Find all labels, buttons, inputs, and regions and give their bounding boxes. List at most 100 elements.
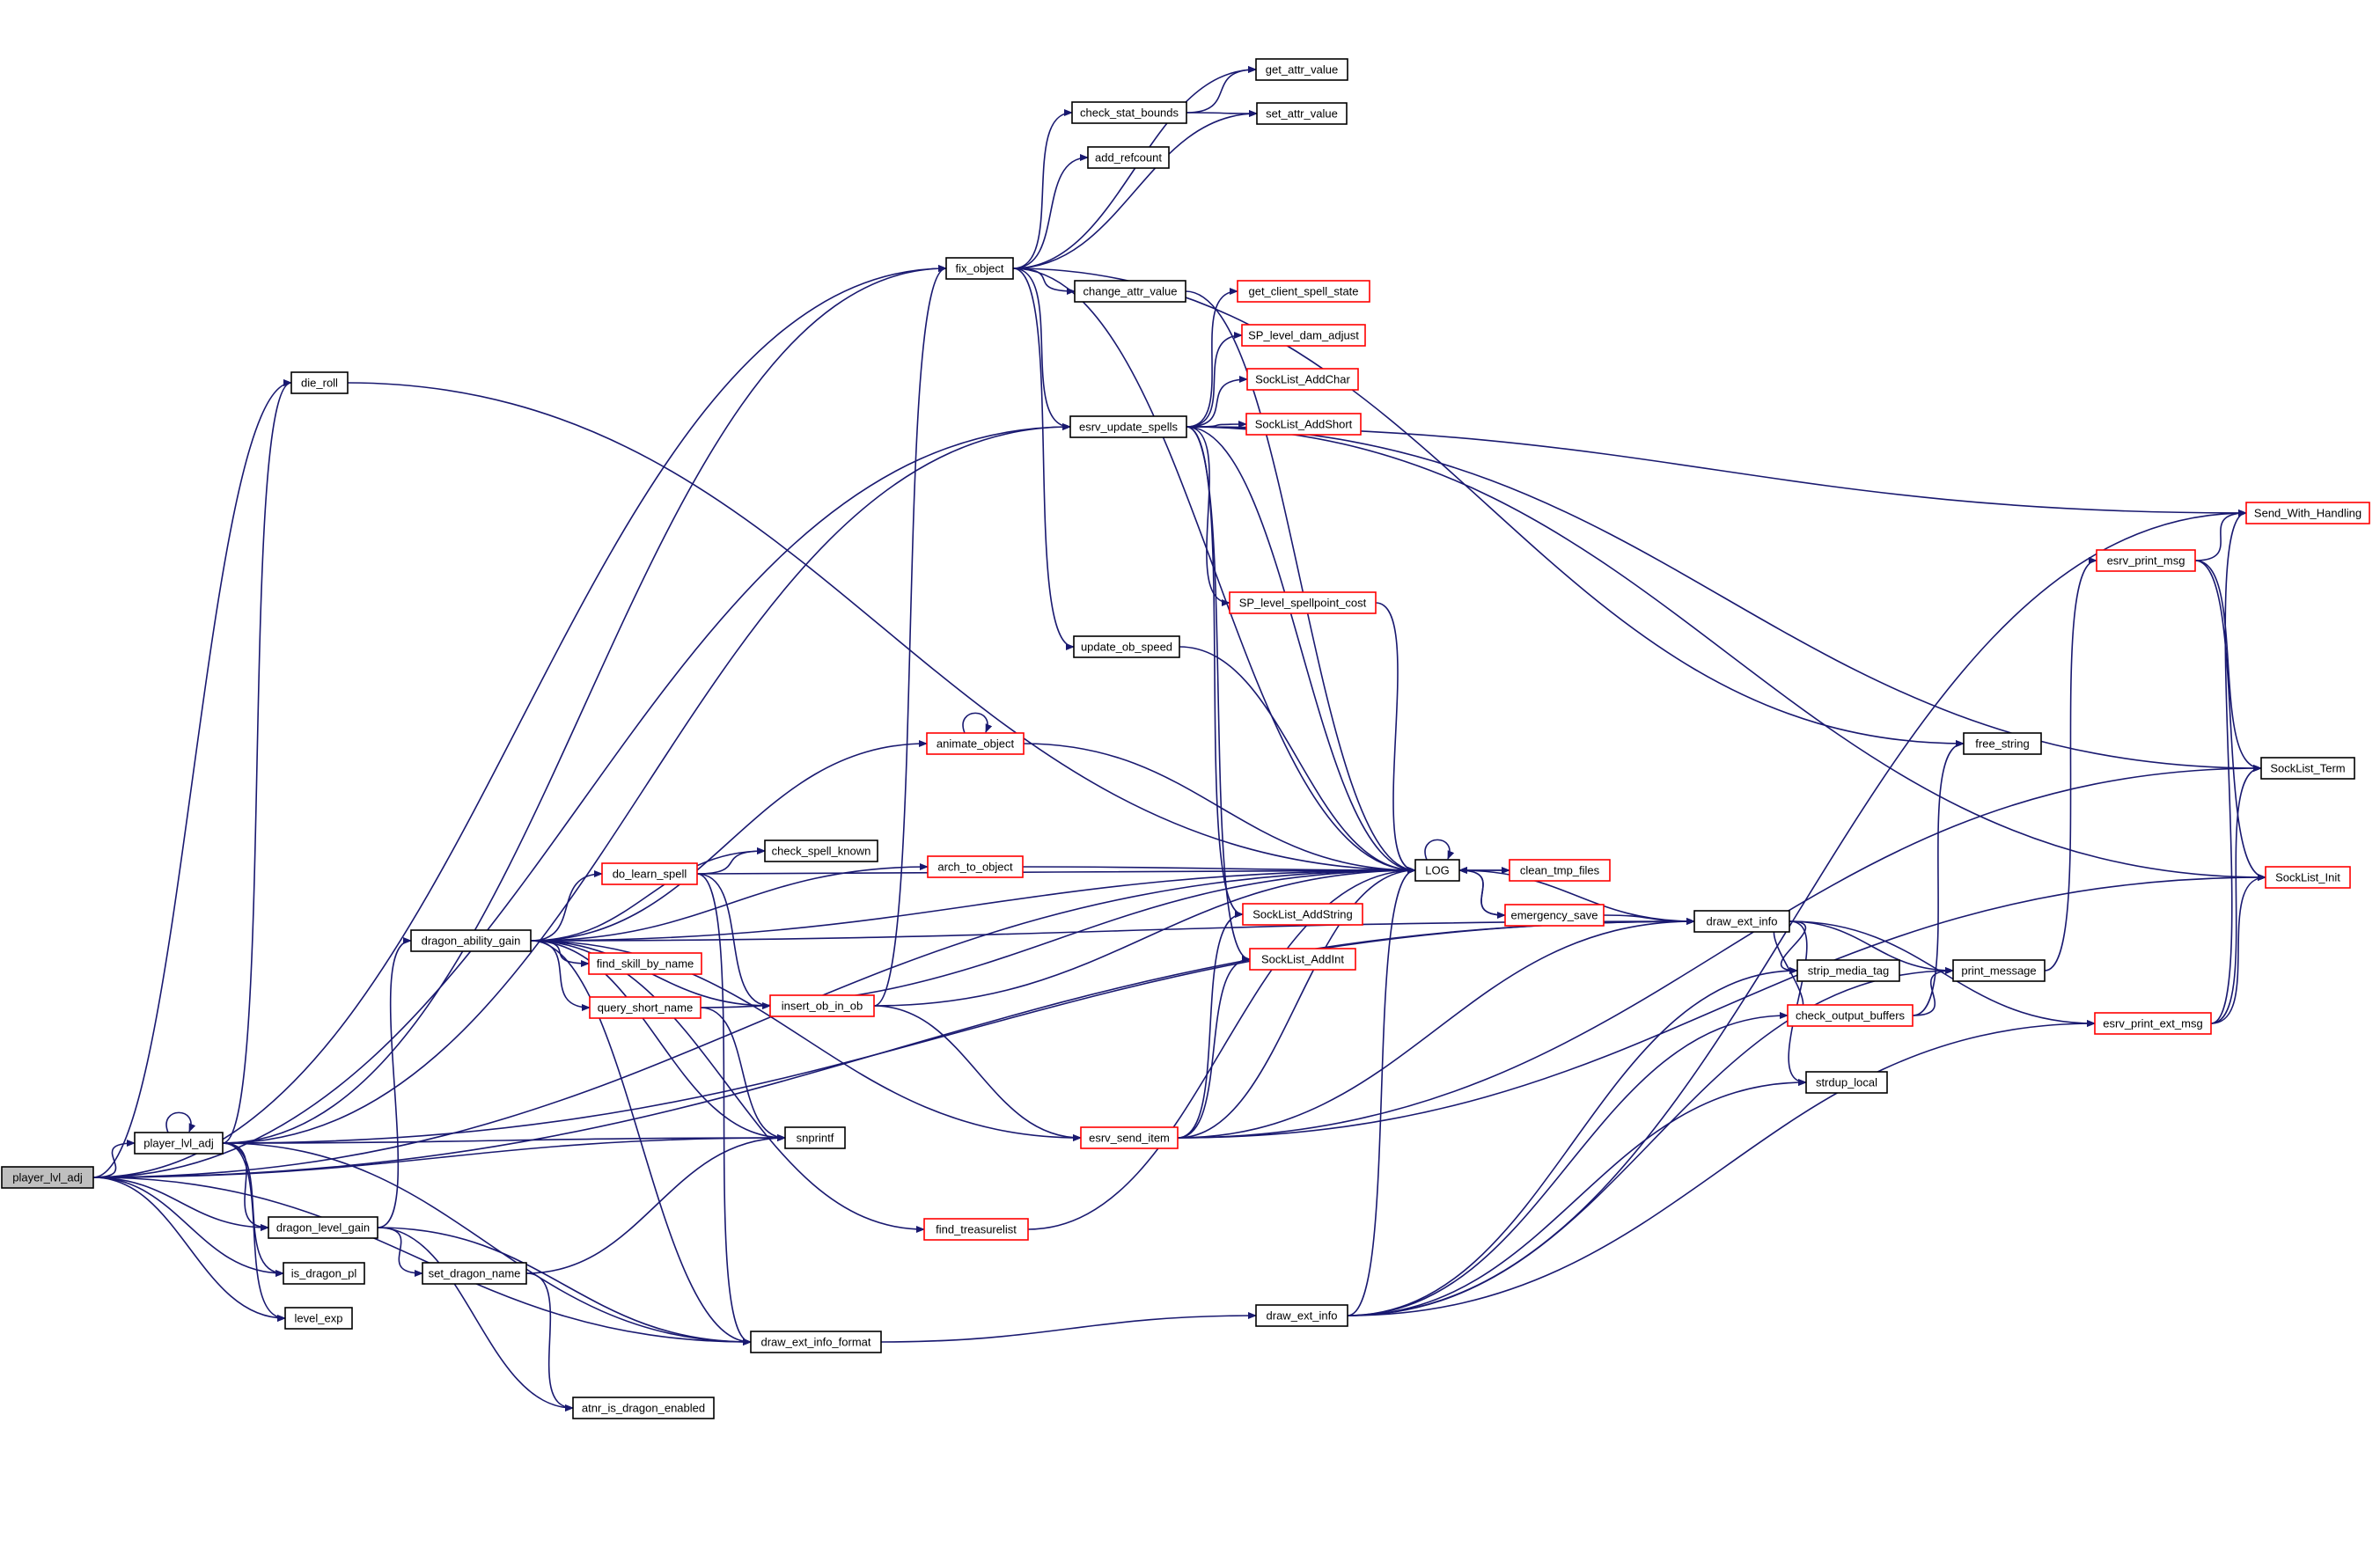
- node-esrv-send-item[interactable]: esrv_send_item: [1080, 1126, 1179, 1149]
- node-socklist-term[interactable]: SockList_Term: [2260, 757, 2355, 780]
- node-strip-media-tag[interactable]: strip_media_tag: [1796, 959, 1900, 982]
- node-box[interactable]: [1509, 859, 1611, 882]
- node-box[interactable]: [1249, 948, 1356, 971]
- node-player-lvl-adj[interactable]: player_lvl_adj: [134, 1132, 224, 1155]
- node-box[interactable]: [926, 732, 1025, 755]
- node-box[interactable]: [1796, 959, 1900, 982]
- node-box[interactable]: [1414, 859, 1460, 882]
- node-box[interactable]: [1805, 1071, 1888, 1094]
- node-sp-level-spellpoint-cost[interactable]: SP_level_spellpoint_cost: [1229, 591, 1377, 614]
- node-sp-level-dam-adjust[interactable]: SP_level_dam_adjust: [1241, 324, 1366, 347]
- node-box[interactable]: [1255, 58, 1348, 81]
- node-is-dragon-pl[interactable]: is_dragon_pl: [283, 1262, 365, 1285]
- node-insert-ob-in-ob[interactable]: insert_ob_in_ob: [769, 994, 875, 1017]
- node-box[interactable]: [2094, 1012, 2212, 1035]
- node-box[interactable]: [1080, 1126, 1179, 1149]
- node-box[interactable]: [784, 1126, 846, 1149]
- node-send-with-handling[interactable]: Send_With_Handling: [2245, 502, 2370, 524]
- node-box[interactable]: [284, 1307, 353, 1330]
- node-box[interactable]: [923, 1218, 1029, 1241]
- node-box[interactable]: [1229, 591, 1377, 614]
- node-box[interactable]: [601, 862, 698, 885]
- node-socklist-addchar[interactable]: SockList_AddChar: [1246, 368, 1359, 391]
- node-update-ob-speed[interactable]: update_ob_speed: [1073, 635, 1180, 658]
- node-dragon-ability-gain[interactable]: dragon_ability_gain: [410, 929, 532, 952]
- node-add-refcount[interactable]: add_refcount: [1087, 146, 1170, 169]
- node-box[interactable]: [588, 952, 702, 975]
- node-animate-object[interactable]: animate_object: [926, 732, 1025, 755]
- node-socklist-addstring[interactable]: SockList_AddString: [1242, 903, 1363, 926]
- node-box[interactable]: [1504, 904, 1605, 927]
- node-box[interactable]: [589, 996, 702, 1019]
- node-box[interactable]: [769, 994, 875, 1017]
- node-check-spell-known[interactable]: check_spell_known: [764, 839, 878, 862]
- node-draw-ext-info-small[interactable]: draw_ext_info: [1255, 1304, 1348, 1327]
- node-box[interactable]: [1069, 415, 1187, 438]
- node-box[interactable]: [134, 1132, 224, 1155]
- node-find-skill-by-name[interactable]: find_skill_by_name: [588, 952, 702, 975]
- node-box[interactable]: [290, 371, 349, 394]
- node-change-attr-value[interactable]: change_attr_value: [1074, 280, 1186, 303]
- node-player-lvl-adj-root[interactable]: player_lvl_adj: [1, 1166, 94, 1189]
- node-check-output-buffers[interactable]: check_output_buffers: [1787, 1004, 1914, 1027]
- node-box[interactable]: [1963, 732, 2042, 755]
- node-set-attr-value[interactable]: set_attr_value: [1256, 102, 1348, 125]
- node-box[interactable]: [1237, 280, 1370, 303]
- node-box[interactable]: [2096, 549, 2196, 572]
- node-fix-object[interactable]: fix_object: [945, 257, 1014, 280]
- node-box[interactable]: [1071, 101, 1187, 124]
- node-level-exp[interactable]: level_exp: [284, 1307, 353, 1330]
- node-box[interactable]: [945, 257, 1014, 280]
- node-box[interactable]: [1, 1166, 94, 1189]
- node-query-short-name[interactable]: query_short_name: [589, 996, 702, 1019]
- node-box[interactable]: [1787, 1004, 1914, 1027]
- node-draw-ext-info[interactable]: draw_ext_info: [1693, 910, 1790, 933]
- node-esrv-print-ext-msg[interactable]: esrv_print_ext_msg: [2094, 1012, 2212, 1035]
- node-box[interactable]: [1073, 635, 1180, 658]
- node-dragon-level-gain[interactable]: dragon_level_gain: [268, 1216, 378, 1239]
- node-check-stat-bounds[interactable]: check_stat_bounds: [1071, 101, 1187, 124]
- node-box[interactable]: [1087, 146, 1170, 169]
- node-box[interactable]: [1256, 102, 1348, 125]
- node-arch-to-object[interactable]: arch_to_object: [927, 855, 1024, 878]
- node-atnr-is-dragon-enabled[interactable]: atnr_is_dragon_enabled: [572, 1397, 715, 1419]
- node-box[interactable]: [764, 839, 878, 862]
- node-box[interactable]: [750, 1331, 882, 1353]
- node-strdup-local[interactable]: strdup_local: [1805, 1071, 1888, 1094]
- node-free-string[interactable]: free_string: [1963, 732, 2042, 755]
- node-snprintf[interactable]: snprintf: [784, 1126, 846, 1149]
- node-box[interactable]: [2265, 866, 2351, 889]
- node-set-dragon-name[interactable]: set_dragon_name: [422, 1262, 527, 1285]
- node-box[interactable]: [1952, 959, 2046, 982]
- node-find-treasurelist[interactable]: find_treasurelist: [923, 1218, 1029, 1241]
- node-get-attr-value[interactable]: get_attr_value: [1255, 58, 1348, 81]
- node-do-learn-spell[interactable]: do_learn_spell: [601, 862, 698, 885]
- node-socklist-addshort[interactable]: SockList_AddShort: [1245, 413, 1362, 436]
- node-box[interactable]: [572, 1397, 715, 1419]
- node-box[interactable]: [2260, 757, 2355, 780]
- node-esrv-print-msg[interactable]: esrv_print_msg: [2096, 549, 2196, 572]
- node-draw-ext-info-format[interactable]: draw_ext_info_format: [750, 1331, 882, 1353]
- node-box[interactable]: [1246, 368, 1359, 391]
- node-box[interactable]: [1255, 1304, 1348, 1327]
- node-box[interactable]: [1241, 324, 1366, 347]
- node-log[interactable]: LOG: [1414, 859, 1460, 882]
- node-box[interactable]: [1245, 413, 1362, 436]
- node-box[interactable]: [422, 1262, 527, 1285]
- node-clean-tmp-files[interactable]: clean_tmp_files: [1509, 859, 1611, 882]
- node-box[interactable]: [1242, 903, 1363, 926]
- node-box[interactable]: [2245, 502, 2370, 524]
- node-box[interactable]: [410, 929, 532, 952]
- node-esrv-update-spells[interactable]: esrv_update_spells: [1069, 415, 1187, 438]
- node-die-roll[interactable]: die_roll: [290, 371, 349, 394]
- node-socklist-init[interactable]: SockList_Init: [2265, 866, 2351, 889]
- node-box[interactable]: [268, 1216, 378, 1239]
- node-emergency-save[interactable]: emergency_save: [1504, 904, 1605, 927]
- node-print-message[interactable]: print_message: [1952, 959, 2046, 982]
- node-box[interactable]: [1074, 280, 1186, 303]
- node-get-client-spell-state[interactable]: get_client_spell_state: [1237, 280, 1370, 303]
- node-box[interactable]: [283, 1262, 365, 1285]
- node-box[interactable]: [1693, 910, 1790, 933]
- node-socklist-addint[interactable]: SockList_AddInt: [1249, 948, 1356, 971]
- node-box[interactable]: [927, 855, 1024, 878]
